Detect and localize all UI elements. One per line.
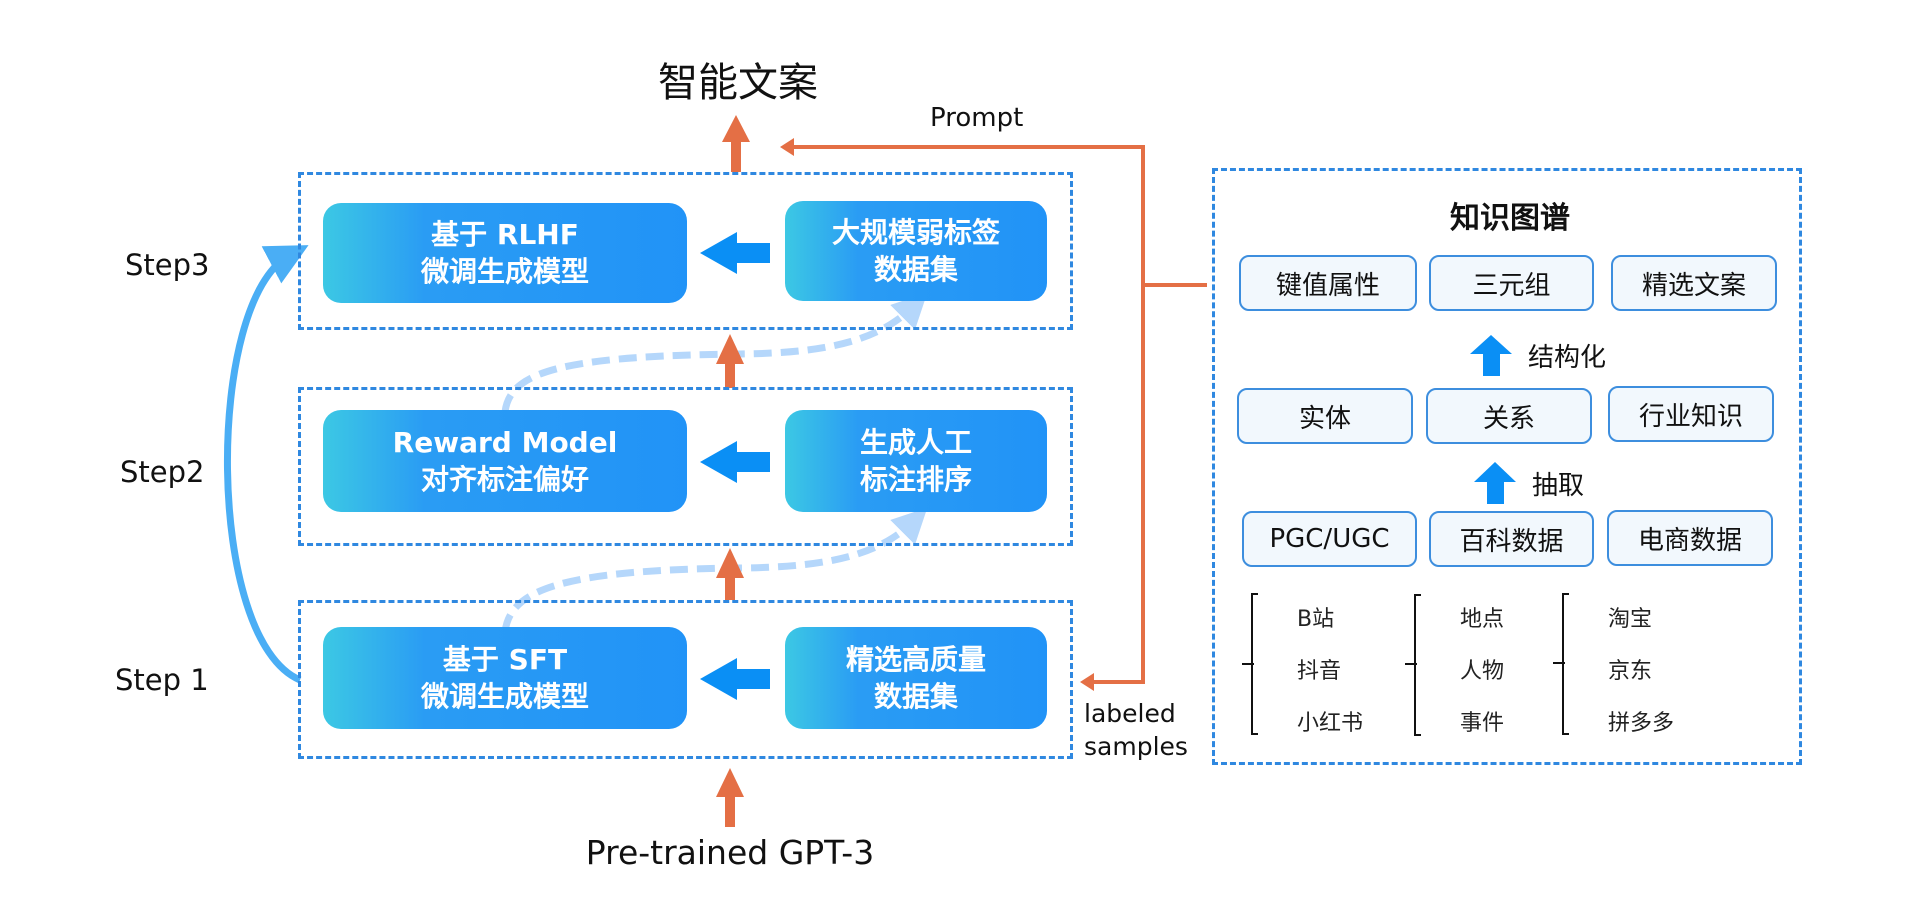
step2-label: Step2 — [120, 455, 205, 489]
prompt-arrowhead — [780, 138, 794, 156]
source-item: 人物 — [1460, 659, 1505, 684]
sft-model-line1: 基于 SFT — [442, 643, 568, 676]
curated-line2: 数据集 — [873, 680, 958, 713]
bracket-encyclopedia-sources — [1414, 594, 1421, 736]
rlhf-model-box: 基于 RLHF 微调生成模型 — [323, 203, 687, 303]
bracket-ecommerce-sources — [1562, 593, 1569, 735]
labeled-samples-label: labeled samples — [1084, 697, 1188, 763]
kg-cell-entity: 实体 — [1237, 388, 1413, 444]
reward-model-line2: 对齐标注偏好 — [420, 463, 589, 496]
source-item: 小红书 — [1297, 711, 1364, 736]
step3-label: Step3 — [125, 248, 210, 282]
source-item: 地点 — [1460, 607, 1505, 632]
step1-container — [298, 600, 1073, 759]
ranking-data-box: 生成人工 标注排序 — [785, 410, 1047, 512]
kg-cell-industry-knowledge: 行业知识 — [1608, 386, 1774, 442]
kg-cell-encyclopedia-data: 百科数据 — [1429, 511, 1594, 567]
kg-cell-ecommerce-data: 电商数据 — [1607, 510, 1773, 566]
orange-arrow-step3-to-output — [722, 115, 750, 172]
source-item: 抖音 — [1297, 659, 1342, 684]
prompt-label: Prompt — [930, 103, 1024, 133]
weak-label-line2: 数据集 — [873, 253, 958, 286]
kg-cell-curated-copy: 精选文案 — [1611, 255, 1777, 311]
output-title: 智能文案 — [658, 60, 818, 106]
source-item: 事件 — [1460, 711, 1505, 736]
rlhf-model-line1: 基于 RLHF — [431, 218, 579, 251]
orange-arrow-gpt3-to-step1 — [716, 768, 744, 827]
source-item: 淘宝 — [1608, 607, 1653, 632]
curated-data-box: 精选高质量 数据集 — [785, 627, 1047, 729]
bracket-ecommerce-tick — [1553, 662, 1565, 664]
labeled-samples-line2: samples — [1084, 732, 1188, 761]
reward-model-box: Reward Model 对齐标注偏好 — [323, 410, 687, 512]
source-item: 京东 — [1608, 659, 1653, 684]
ranking-line1: 生成人工 — [859, 426, 972, 459]
curated-line1: 精选高质量 — [845, 643, 986, 676]
knowledge-graph-container — [1212, 168, 1802, 765]
source-item: B站 — [1297, 607, 1335, 632]
kg-cell-pgc-ugc: PGC/UGC — [1242, 511, 1417, 567]
labeled-samples-arrowhead — [1080, 673, 1094, 691]
source-item: 拼多多 — [1608, 711, 1675, 736]
step1-to-step3-curve-arrow — [224, 245, 309, 684]
step3-container — [298, 172, 1073, 330]
step2-container — [298, 387, 1073, 546]
kg-cell-kv-attributes: 键值属性 — [1239, 255, 1417, 311]
kg-cell-relation: 关系 — [1426, 388, 1592, 444]
weak-label-line1: 大规模弱标签 — [831, 216, 1000, 249]
ranking-line2: 标注排序 — [859, 463, 972, 496]
orange-arrow-step1-to-step2 — [716, 548, 744, 600]
bracket-pgc-tick — [1242, 663, 1254, 665]
sft-model-line2: 微调生成模型 — [420, 680, 589, 713]
kg-extract-label: 抽取 — [1532, 471, 1585, 501]
step1-label: Step 1 — [115, 663, 209, 697]
sft-model-box: 基于 SFT 微调生成模型 — [323, 627, 687, 729]
bracket-encyclopedia-tick — [1405, 663, 1417, 665]
kg-structure-label: 结构化 — [1528, 343, 1607, 373]
weak-label-data-box: 大规模弱标签 数据集 — [785, 201, 1047, 301]
kg-cell-triples: 三元组 — [1429, 255, 1594, 311]
knowledge-graph-title: 知识图谱 — [1450, 201, 1570, 236]
rlhf-model-line2: 微调生成模型 — [420, 255, 589, 288]
labeled-samples-line1: labeled — [1084, 699, 1176, 728]
orange-arrow-step2-to-step3 — [716, 334, 744, 388]
reward-model-line1: Reward Model — [392, 426, 618, 459]
input-model-label: Pre-trained GPT-3 — [585, 833, 875, 872]
